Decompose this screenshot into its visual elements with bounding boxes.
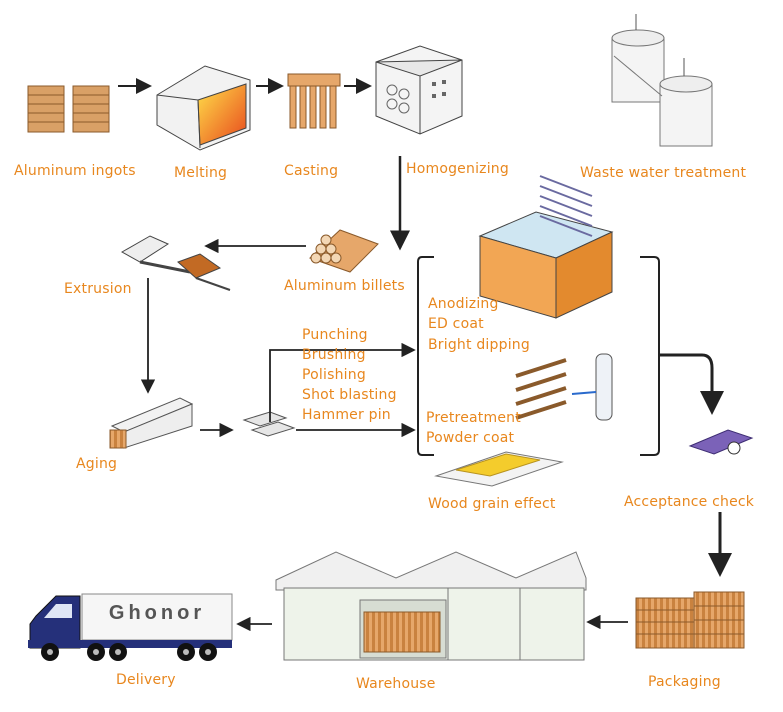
label-delivery: Delivery <box>116 672 176 688</box>
truck-brand: Ghonor <box>108 602 206 624</box>
anodizing-tank-icon <box>478 175 614 319</box>
label-aging: Aging <box>76 456 118 472</box>
wood-grain-icon <box>434 451 564 487</box>
label-ingots: Aluminum ingots <box>14 163 136 179</box>
label-wood-grain: Wood grain effect <box>428 496 556 512</box>
label-packaging: Packaging <box>648 674 721 690</box>
powder-coat-icon <box>515 353 613 421</box>
billets-icon <box>309 229 379 273</box>
warehouse-icon <box>275 551 587 661</box>
label-anodizing: Anodizing <box>428 296 499 312</box>
label-shot-blasting: Shot blasting <box>302 387 397 403</box>
aging-profile-icon <box>109 397 194 449</box>
homogenizing-oven-icon <box>375 45 463 135</box>
bracket-left <box>417 256 434 456</box>
label-acceptance: Acceptance check <box>624 494 755 510</box>
label-extrusion: Extrusion <box>64 281 132 297</box>
tanks-icon <box>611 14 713 147</box>
label-brushing: Brushing <box>302 347 366 363</box>
label-hammer-pin: Hammer pin <box>302 407 391 423</box>
arrow <box>269 342 416 422</box>
label-ed-coat: ED coat <box>428 316 484 332</box>
label-bright-dipping: Bright dipping <box>428 337 530 353</box>
profiles-icon <box>242 411 296 437</box>
label-punching: Punching <box>302 327 368 343</box>
label-melting: Melting <box>174 165 228 181</box>
label-warehouse: Warehouse <box>356 676 436 692</box>
truck-icon <box>28 593 233 661</box>
bracket-right <box>640 256 660 456</box>
label-waste-water: Waste water treatment <box>580 165 747 181</box>
label-pretreatment: Pretreatment <box>426 410 521 426</box>
extruder-icon <box>120 235 231 291</box>
label-polishing: Polishing <box>302 367 366 383</box>
casting-icon <box>287 73 341 129</box>
ingots-icon <box>27 85 110 133</box>
label-casting: Casting <box>284 163 339 179</box>
arrow <box>659 353 724 415</box>
label-homogenizing: Homogenizing <box>406 161 509 177</box>
label-billets: Aluminum billets <box>284 278 405 294</box>
furnace-icon <box>156 65 251 151</box>
inspection-icon <box>688 429 754 455</box>
packaging-icon <box>635 591 745 649</box>
label-powder-coat: Powder coat <box>426 430 515 446</box>
